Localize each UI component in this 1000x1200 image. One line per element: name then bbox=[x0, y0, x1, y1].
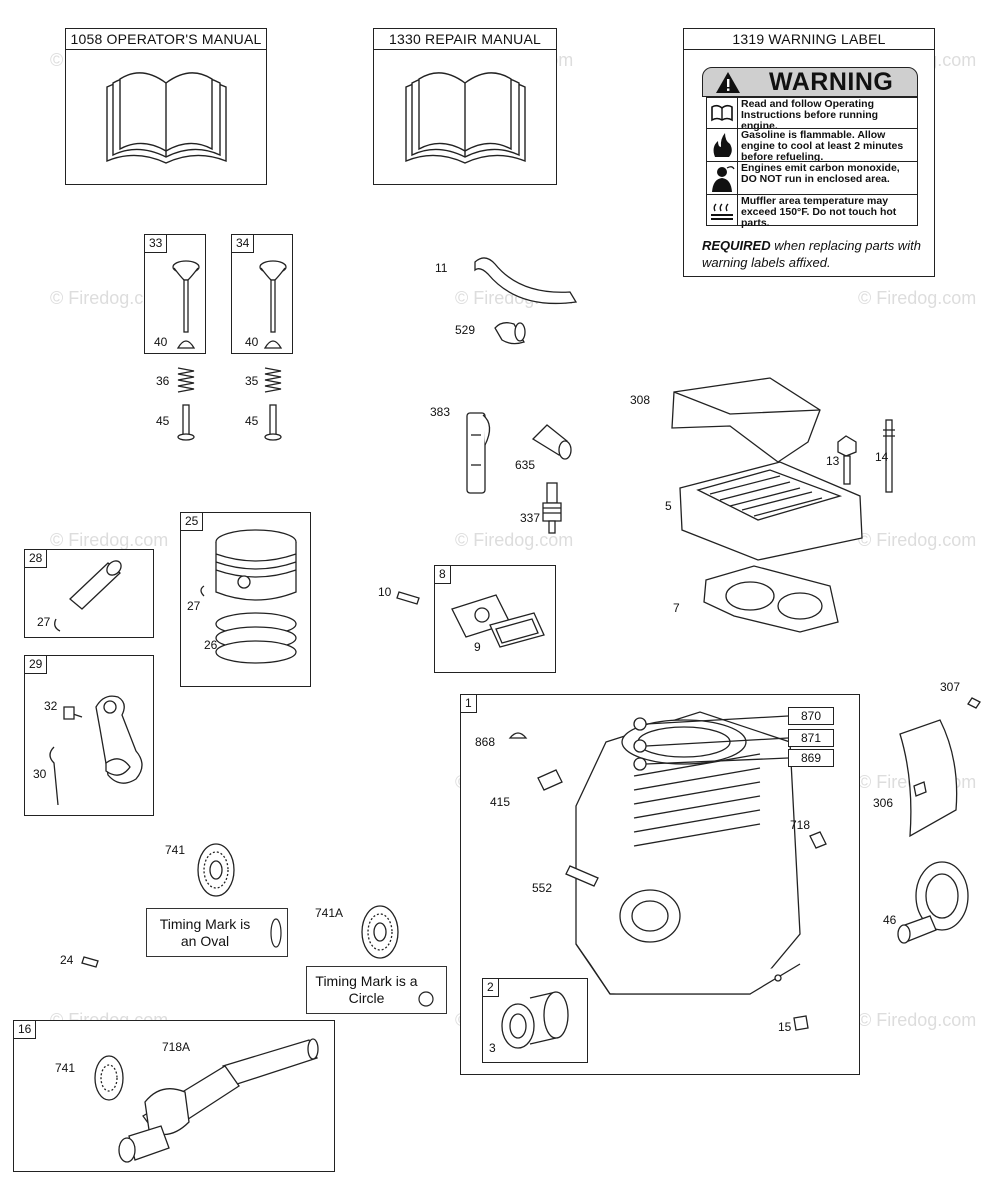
part-label: 635 bbox=[515, 458, 536, 472]
part-label: 718A bbox=[162, 1040, 191, 1054]
crankshaft-drawing bbox=[94, 1038, 319, 1163]
part-box-33: 33 bbox=[144, 234, 206, 354]
part-label: 35 bbox=[245, 374, 259, 388]
part-label: 5 bbox=[665, 499, 672, 513]
part-label: 306 bbox=[873, 796, 894, 810]
part-label: 383 bbox=[430, 405, 451, 419]
fire-icon bbox=[713, 133, 732, 157]
part-label: 27 bbox=[187, 599, 201, 613]
watermark: © Firedog.com bbox=[50, 530, 169, 550]
book-icon bbox=[405, 72, 526, 164]
timing-mark-oval-note: Timing Mark is an Oval bbox=[146, 908, 288, 957]
part-label: 307 bbox=[940, 680, 961, 694]
part-number: 29 bbox=[25, 656, 48, 674]
part-label: 308 bbox=[630, 393, 651, 407]
cylinder-block-drawing bbox=[508, 711, 827, 1031]
part-label: 741A bbox=[315, 906, 344, 920]
timing-mark-circle-note: Timing Mark is a Circle bbox=[306, 966, 447, 1014]
bushing-drawing bbox=[501, 991, 569, 1049]
part-label: 32 bbox=[44, 699, 58, 713]
part-label: 9 bbox=[474, 640, 481, 654]
part-label: 27 bbox=[37, 615, 51, 629]
book-icon bbox=[106, 72, 227, 164]
part-number: 2 bbox=[483, 979, 499, 997]
part-label: 46 bbox=[883, 913, 897, 927]
warning-banner: WARNING bbox=[702, 67, 918, 97]
breather-assembly-drawing bbox=[451, 594, 545, 648]
part-label: 36 bbox=[156, 374, 170, 388]
operators-manual-box: 1058 OPERATOR'S MANUAL bbox=[65, 28, 267, 185]
warning-heading: WARNING bbox=[769, 68, 894, 96]
part-label: 7 bbox=[673, 601, 680, 615]
callout-871: 871 bbox=[788, 729, 834, 747]
part-number: 28 bbox=[25, 550, 48, 568]
watermark: © Firedog.com bbox=[455, 530, 574, 550]
pin-drawing bbox=[81, 956, 99, 968]
operators-manual-title: 1058 OPERATOR'S MANUAL bbox=[66, 29, 266, 50]
callout-870: 870 bbox=[788, 707, 834, 725]
piston-drawing bbox=[200, 529, 297, 664]
watermark: © Firedog.com bbox=[858, 1010, 977, 1030]
watermark: © Firedog.com bbox=[858, 288, 977, 308]
part-label: 45 bbox=[245, 414, 259, 428]
part-box-2: 2 bbox=[482, 978, 588, 1063]
part-box-34: 34 bbox=[231, 234, 293, 354]
part-label: 45 bbox=[156, 414, 170, 428]
part-label: 24 bbox=[60, 953, 74, 967]
part-box-29: 29 bbox=[24, 655, 154, 816]
part-label: 741 bbox=[55, 1061, 76, 1075]
warning-row: Engines emit carbon monoxide, DO NOT run… bbox=[706, 161, 918, 195]
part-label: 741 bbox=[165, 843, 186, 857]
part-number: 1 bbox=[461, 695, 477, 713]
part-label: 14 bbox=[875, 450, 889, 464]
manual-icon bbox=[711, 104, 733, 122]
part-label: 3 bbox=[489, 1041, 496, 1055]
part-number: 33 bbox=[145, 235, 168, 253]
part-number: 8 bbox=[435, 566, 451, 584]
part-label: 868 bbox=[475, 735, 496, 749]
part-label: 415 bbox=[490, 795, 511, 809]
part-label: 10 bbox=[378, 585, 392, 599]
connecting-rod-drawing bbox=[49, 695, 143, 806]
warning-row: Muffler area temperature may exceed 150°… bbox=[706, 194, 918, 229]
part-label: 529 bbox=[455, 323, 476, 337]
spark-plug-parts-drawing bbox=[466, 412, 572, 534]
part-label: 15 bbox=[778, 1020, 792, 1034]
part-label: 40 bbox=[154, 335, 168, 349]
part-label: 337 bbox=[520, 511, 541, 525]
part-label: 26 bbox=[204, 638, 218, 652]
carbon-monoxide-icon bbox=[712, 166, 735, 192]
warning-label-box: 1319 WARNING LABEL WARNING Read and foll… bbox=[683, 28, 935, 277]
part-label: 30 bbox=[33, 767, 47, 781]
timing-gear-drawing bbox=[197, 843, 235, 897]
baffle-and-camshaft-drawing bbox=[897, 697, 981, 944]
part-label: 552 bbox=[532, 881, 553, 895]
part-number: 16 bbox=[14, 1021, 37, 1039]
warning-row: Read and follow Operating Instructions b… bbox=[706, 97, 918, 132]
warning-triangle-icon bbox=[716, 72, 740, 93]
repair-manual-box: 1330 REPAIR MANUAL bbox=[373, 28, 557, 185]
part-label: 40 bbox=[245, 335, 259, 349]
circle-symbol-icon bbox=[418, 991, 434, 1007]
screw-drawing bbox=[396, 591, 420, 605]
warning-row: Gasoline is flammable. Allow engine to c… bbox=[706, 128, 918, 163]
repair-manual-title: 1330 REPAIR MANUAL bbox=[374, 29, 556, 50]
part-label: 13 bbox=[826, 454, 840, 468]
callout-869: 869 bbox=[788, 749, 834, 767]
watermark: © Firedog.com bbox=[50, 288, 169, 308]
part-number: 25 bbox=[181, 513, 204, 531]
part-label: 11 bbox=[435, 261, 448, 275]
timing-gear-drawing bbox=[361, 905, 399, 959]
part-label: 718 bbox=[790, 818, 811, 832]
oval-symbol-icon bbox=[270, 918, 282, 948]
breather-tube-drawing bbox=[474, 257, 578, 345]
hot-surface-icon bbox=[711, 203, 733, 220]
cylinder-head-drawing bbox=[671, 377, 895, 633]
part-number: 34 bbox=[232, 235, 255, 253]
intake-valve-drawing bbox=[172, 260, 287, 441]
warning-label-title: 1319 WARNING LABEL bbox=[684, 29, 934, 50]
watermark: © Firedog.com bbox=[858, 530, 977, 550]
required-note: REQUIRED when replacing parts with warni… bbox=[702, 238, 921, 270]
piston-pin-drawing bbox=[54, 560, 122, 632]
